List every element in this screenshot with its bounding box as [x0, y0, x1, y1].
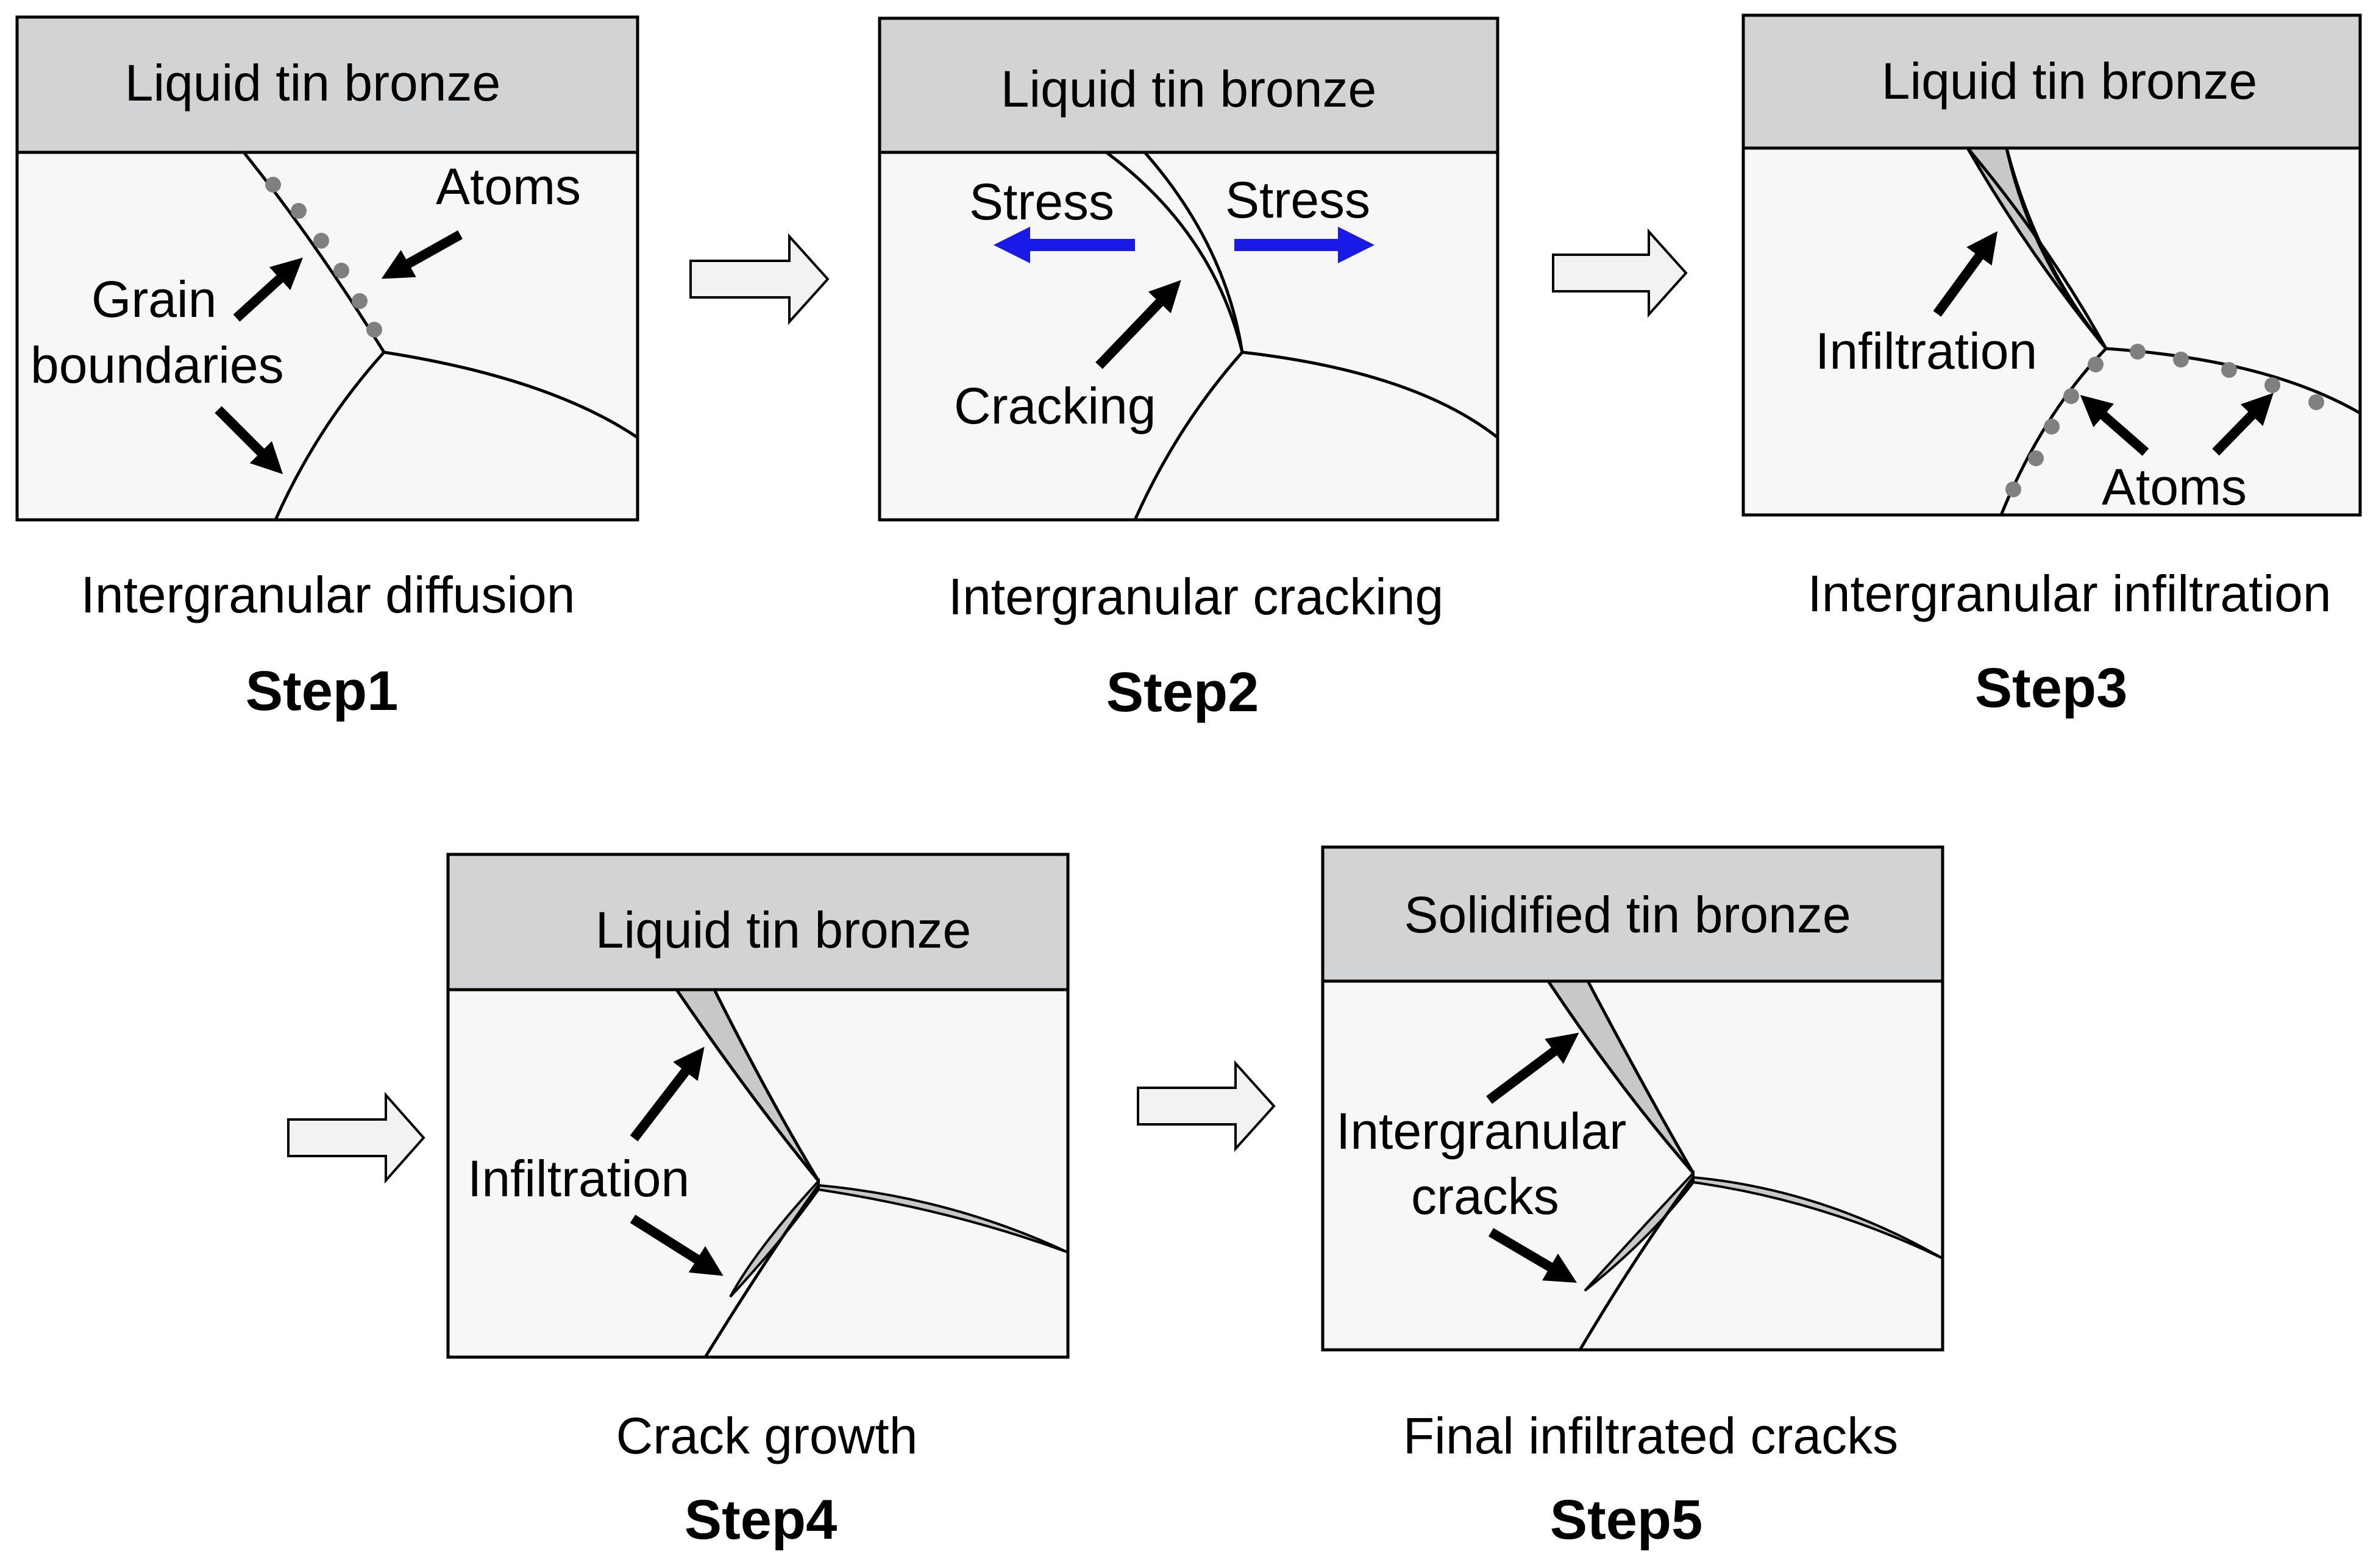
step3-infiltration-arrow	[1933, 231, 1998, 317]
step3-title: Step3	[1975, 657, 2128, 719]
atom	[2221, 362, 2237, 378]
step1-label-atoms: Atoms	[436, 158, 581, 215]
step3-atoms-arrow-right	[2212, 392, 2274, 456]
step5-body	[1321, 979, 1944, 1352]
step2-grain-boundary-right	[1242, 350, 1499, 439]
atom	[352, 293, 368, 309]
atom	[2264, 377, 2280, 393]
step2-panel: Liquid tin bronze Stress Stress Cracking…	[878, 16, 1499, 723]
flow-arrow-4-to-5	[1137, 1060, 1276, 1152]
step1-grain-boundary-upper	[243, 151, 386, 353]
step5-caption: Final infiltrated cracks	[1403, 1407, 1898, 1464]
step5-label-cracks: cracks	[1411, 1168, 1559, 1225]
step2-label-cracking: Cracking	[954, 377, 1156, 435]
step1-grain-boundary-lower	[274, 351, 385, 521]
step4-liquid-wedge-right	[817, 1183, 1069, 1254]
step4-header-bar	[446, 853, 1070, 992]
step5-wedge-right	[1692, 1176, 1943, 1260]
step5-cracks-arrow-up	[1486, 1032, 1579, 1104]
step3-label-infiltration: Infiltration	[1815, 322, 2037, 380]
atom	[333, 263, 349, 278]
step3-atoms	[2005, 344, 2324, 497]
atom	[366, 322, 382, 338]
atom	[2088, 357, 2104, 372]
step1-grain-boundary-right	[383, 350, 639, 439]
step5-panel: Solidified tin bronze Intergranular crac…	[1321, 845, 1944, 1551]
step2-label-stress-left: Stress	[969, 173, 1114, 230]
step2-header: Liquid tin bronze	[1001, 60, 1376, 118]
atom	[2044, 419, 2060, 435]
step4-caption: Crack growth	[616, 1407, 918, 1464]
step3-atoms-arrow-left	[2080, 395, 2149, 456]
step1-body	[15, 151, 639, 522]
step1-label-boundaries: boundaries	[30, 336, 284, 394]
step3-crack-right-face	[2005, 147, 2107, 350]
step3-header-bar	[1741, 13, 2362, 150]
step3-panel: Liquid tin bronze Infiltration Atoms Int…	[1741, 13, 2362, 719]
step1-header: Liquid tin bronze	[125, 54, 500, 112]
step1-grain-arrow-up	[233, 257, 303, 322]
step3-caption: Intergranular infiltration	[1807, 565, 2331, 622]
step5-grain-boundary-lower	[1578, 1176, 1695, 1351]
atom	[2063, 388, 2079, 404]
atom	[265, 177, 281, 193]
atom	[291, 203, 307, 219]
step3-label-atoms: Atoms	[2102, 458, 2247, 516]
atom	[313, 233, 329, 249]
step5-title: Step5	[1550, 1489, 1703, 1551]
step2-title: Step2	[1106, 661, 1259, 723]
step4-grain-boundary-lower	[703, 1184, 820, 1358]
step5-label-intergranular: Intergranular	[1336, 1102, 1626, 1160]
step3-grain-boundary-right	[2105, 347, 2361, 415]
step1-caption: Intergranular diffusion	[81, 566, 575, 623]
step4-panel: Liquid tin bronze Infiltration Crack gro…	[446, 853, 1070, 1551]
step1-atoms	[265, 177, 382, 338]
flow-arrow-3-to-4	[287, 1091, 425, 1184]
step2-caption: Intergranular cracking	[948, 568, 1443, 625]
step5-cracks-arrow-down	[1488, 1228, 1577, 1283]
step1-grain-arrow-down	[215, 406, 283, 475]
step3-body	[1741, 146, 2362, 517]
atom	[2173, 352, 2189, 367]
step2-grain-boundary-lower	[1133, 351, 1243, 521]
step1-title: Step1	[246, 660, 399, 722]
step4-title: Step4	[685, 1489, 838, 1551]
atom	[2028, 450, 2044, 466]
step4-label-infiltration: Infiltration	[468, 1150, 689, 1207]
step2-crack-left-face	[1105, 151, 1244, 353]
atom	[2005, 481, 2021, 497]
step2-cracking-arrow	[1095, 280, 1181, 369]
step1-header-bar	[15, 15, 639, 154]
flow-arrow-1-to-2	[689, 233, 830, 325]
step1-label-grain: Grain	[91, 271, 216, 328]
step3-header: Liquid tin bronze	[1882, 52, 2257, 110]
flow-arrow-2-to-3	[1552, 228, 1688, 318]
step2-label-stress-right: Stress	[1225, 171, 1370, 229]
step2-crack-right-face	[1144, 151, 1244, 353]
atom	[2130, 344, 2146, 360]
step4-body	[446, 988, 1070, 1359]
step5-header: Solidified tin bronze	[1404, 886, 1851, 943]
atom	[2308, 394, 2324, 410]
step1-atoms-arrow	[381, 230, 463, 279]
step4-infiltration-arrow-up	[630, 1046, 705, 1141]
step5-header-bar	[1321, 845, 1944, 983]
step4-liquid-wedge-lower	[729, 1177, 820, 1298]
step4-header: Liquid tin bronze	[596, 901, 971, 959]
step1-panel: Liquid tin bronze Atoms Grain boundaries…	[15, 15, 639, 722]
step4-infiltration-arrow-down	[630, 1215, 724, 1276]
